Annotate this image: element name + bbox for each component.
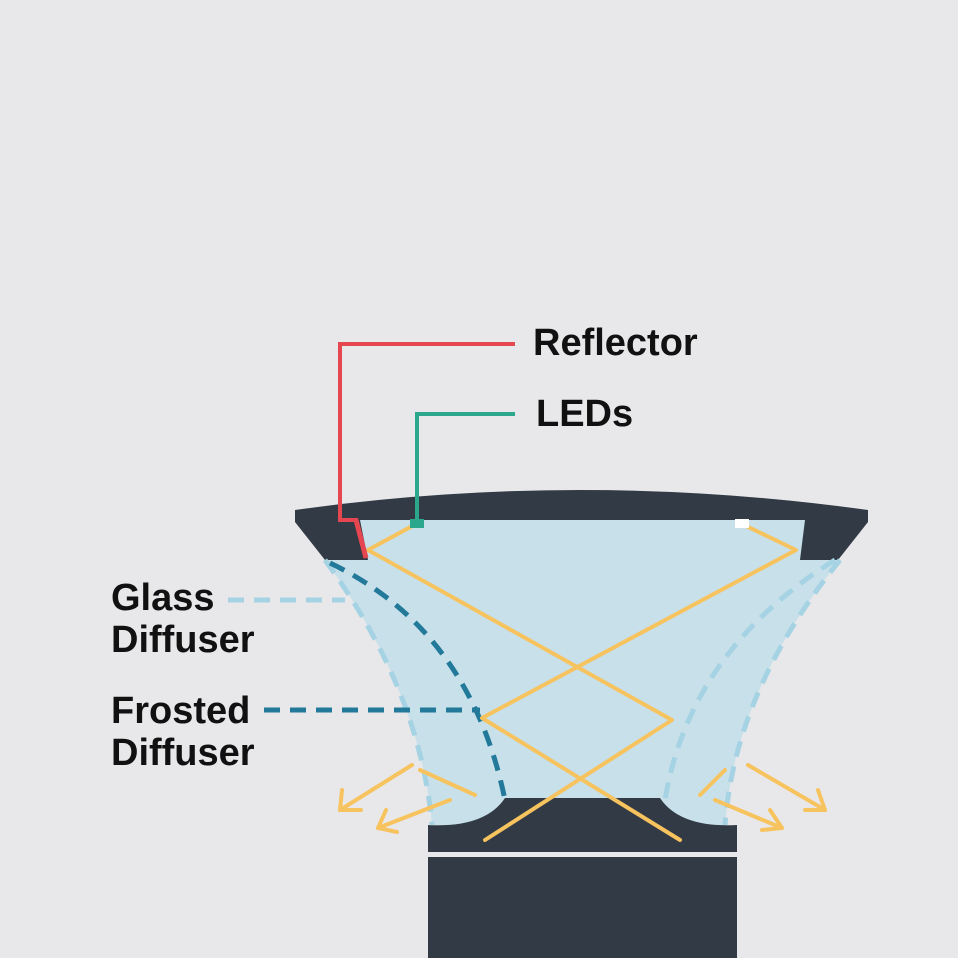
light-ray-right (480, 522, 798, 842)
bulb-base (428, 798, 737, 852)
glass-diffuser-inner-right (662, 557, 837, 801)
frosted-diffuser-outline (328, 560, 508, 801)
reflector-label: Reflector (533, 322, 698, 364)
light-ray-inner-left (418, 768, 477, 797)
light-ray-left (366, 522, 674, 842)
led-marker-right (735, 519, 749, 528)
glass-diffuser-label: Glass Diffuser (111, 577, 255, 661)
leds-label: LEDs (536, 393, 634, 435)
reflector-callout-line (338, 342, 515, 522)
light-ray-inner-right (698, 768, 727, 797)
reflector-highlight (353, 519, 369, 559)
frosted-diffuser-label: Frosted Diffuser (111, 690, 255, 774)
reflector-cap (295, 490, 868, 560)
glass-diffuser-outline-left (322, 558, 435, 826)
bulb-base-collar (428, 857, 737, 958)
light-rays (366, 522, 798, 842)
leds-callout-line (415, 412, 515, 522)
led-marker-left (410, 519, 424, 528)
light-arrows (338, 763, 827, 834)
